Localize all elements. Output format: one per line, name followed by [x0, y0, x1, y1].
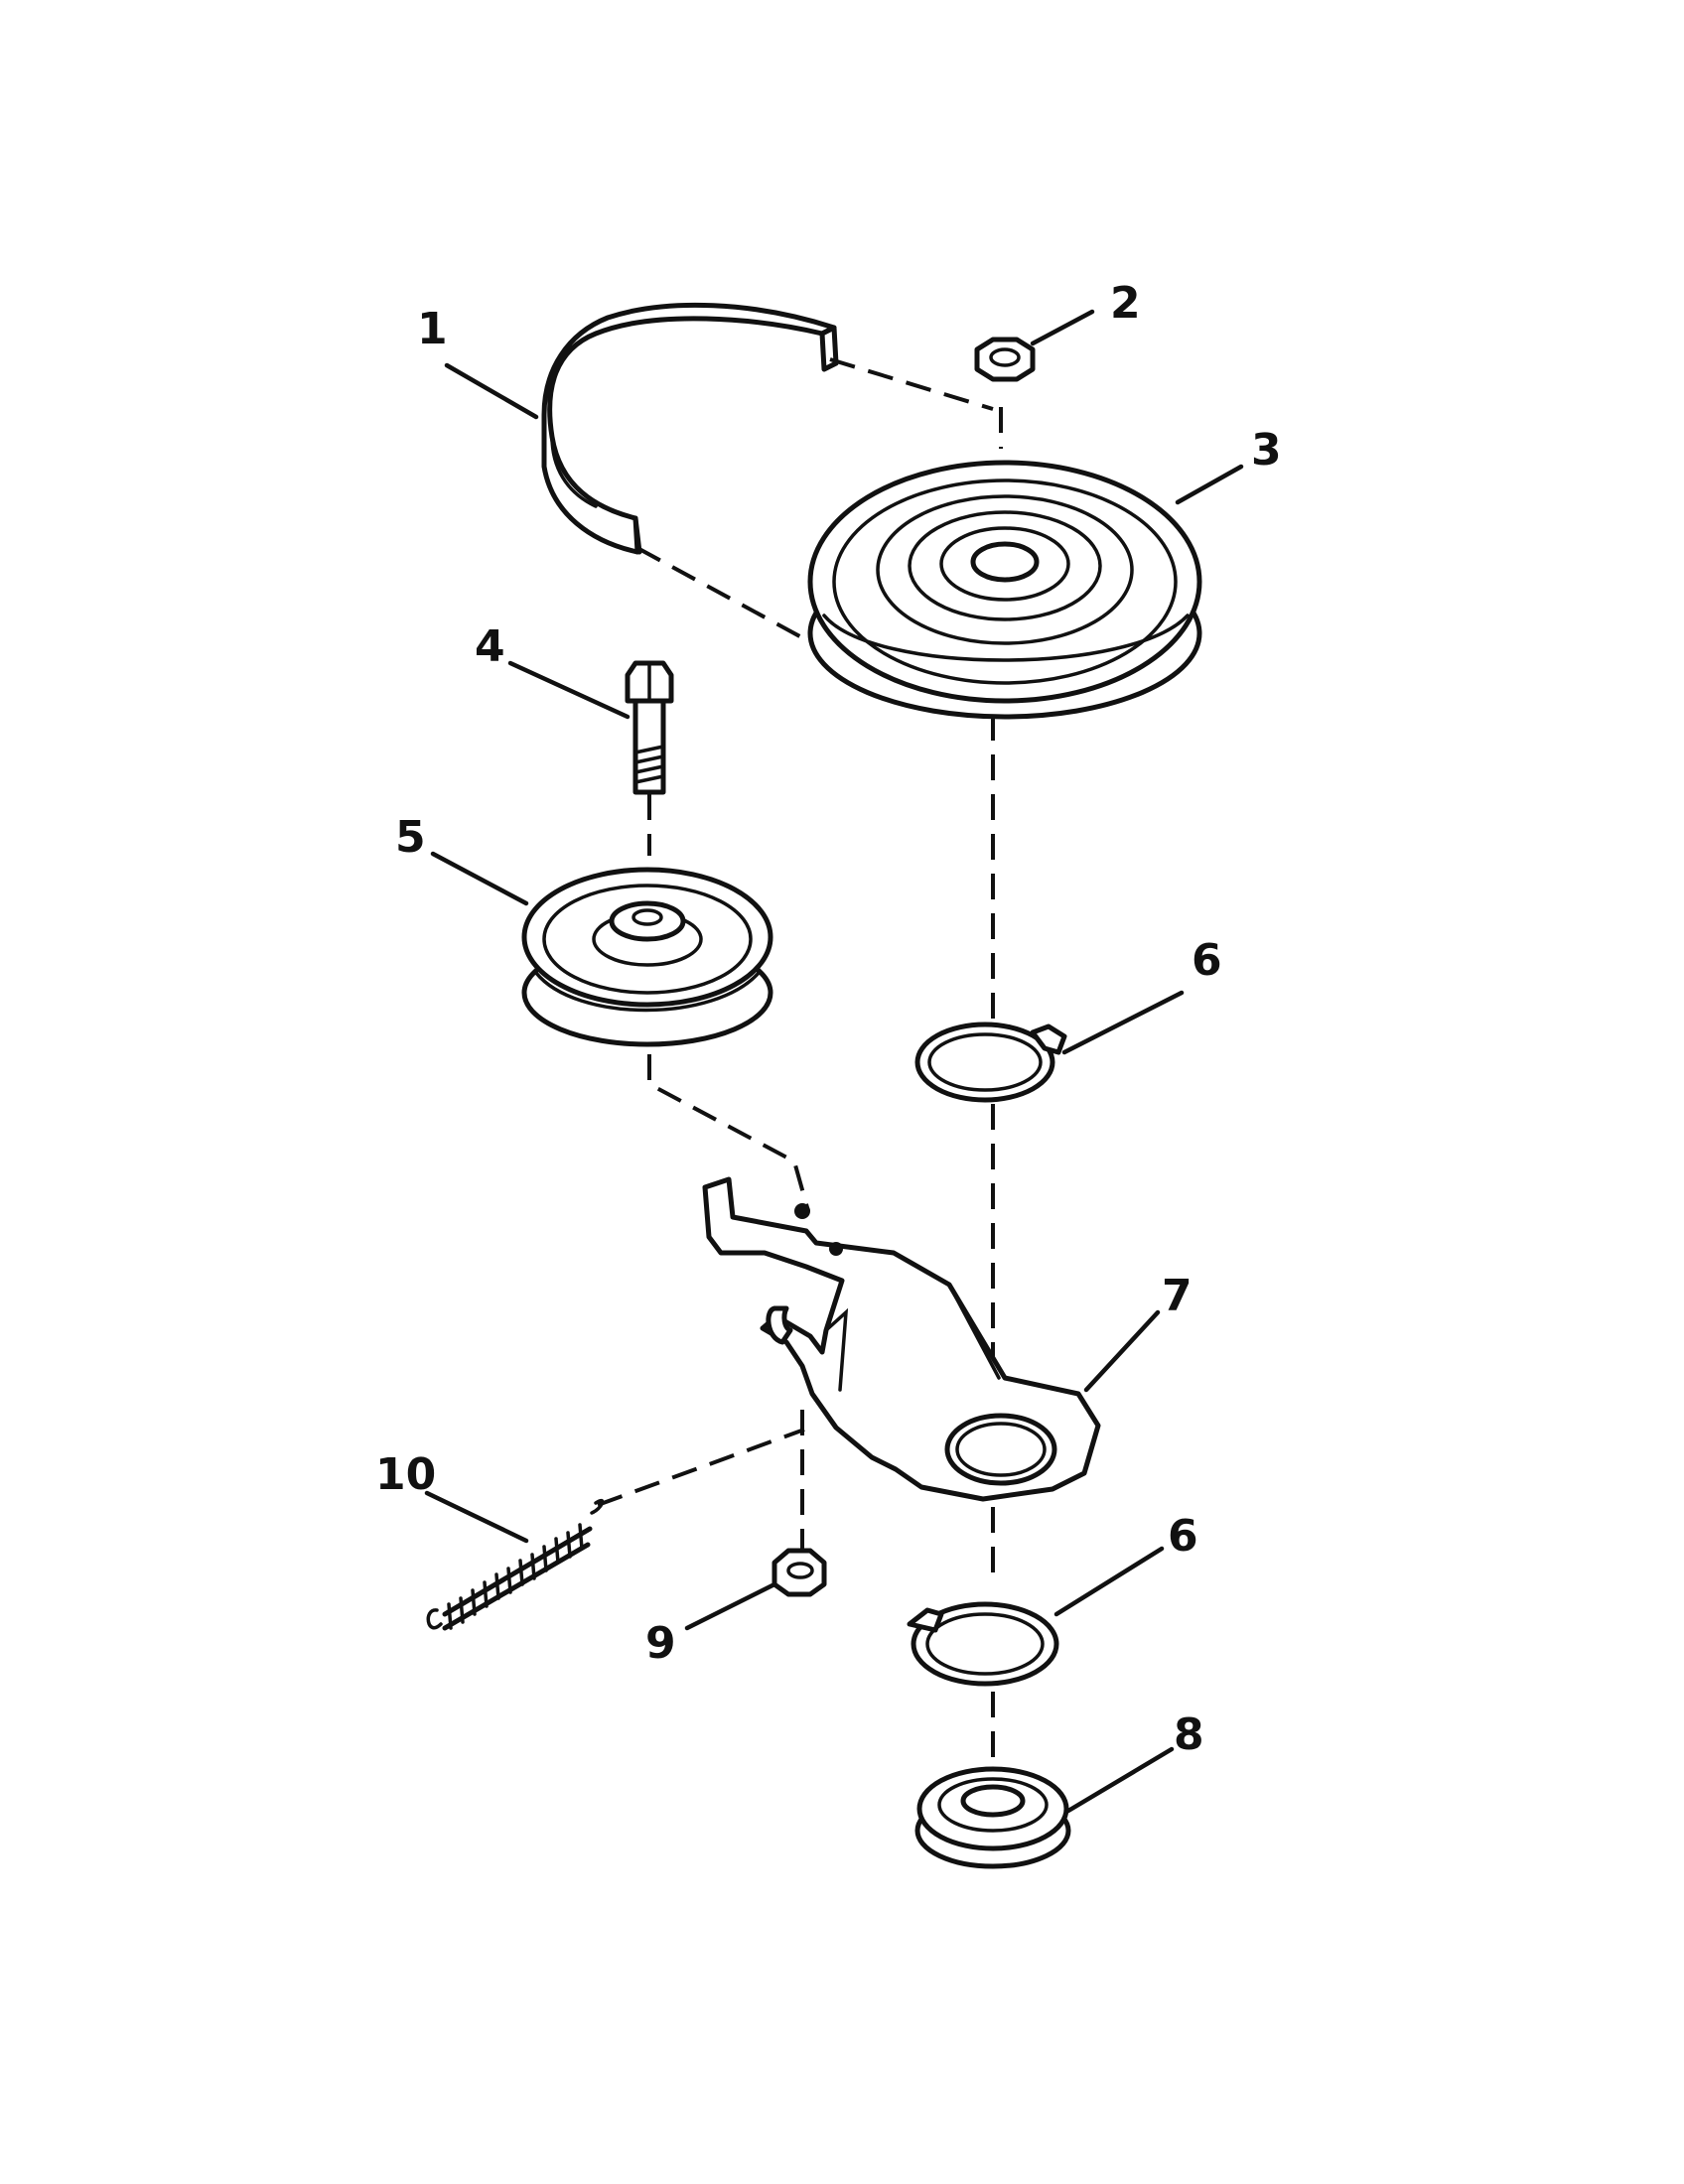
snap-ring-lower: [907, 1601, 1059, 1687]
leader-line-8: [1065, 1746, 1175, 1814]
hex-nut-bottom: [772, 1548, 827, 1597]
callout-8: 8: [1174, 1709, 1204, 1760]
idler-pulley: [521, 867, 773, 1047]
hex-bolt: [625, 660, 674, 795]
callout-6-lower: 6: [1168, 1511, 1198, 1562]
callout-labels: 1 2 3 4 5 6 7 10 6 9 8: [375, 278, 1282, 1760]
leader-line-1: [444, 362, 539, 420]
leader-line-2: [1030, 309, 1095, 346]
belt-guard: [541, 302, 839, 555]
leader-line-9: [684, 1581, 777, 1631]
spring-coils: [442, 1523, 591, 1631]
hex-nut-top: [974, 337, 1036, 382]
snap-ring-upper: [914, 1022, 1067, 1103]
callout-6-upper: 6: [1192, 935, 1222, 986]
leader-line-10: [424, 1490, 529, 1544]
callout-2: 2: [1110, 278, 1141, 329]
leader-line-7: [1083, 1309, 1161, 1393]
callout-7: 7: [1162, 1271, 1193, 1321]
flange-bushing: [914, 1766, 1071, 1869]
callout-3: 3: [1251, 425, 1282, 476]
assembly-line-guard-to-nut: [829, 357, 994, 411]
leader-line-5: [430, 851, 529, 906]
callout-5: 5: [395, 812, 426, 863]
leader-line-6a: [1061, 990, 1185, 1055]
leader-lines: [424, 309, 1244, 1814]
idler-bracket: [702, 1176, 1101, 1502]
callout-10: 10: [375, 1449, 436, 1500]
leader-line-3: [1175, 464, 1244, 505]
assembly-line-idler-to-bracket: [647, 1054, 810, 1212]
callout-9: 9: [645, 1618, 676, 1669]
assembly-line-guard-to-pulley: [636, 546, 817, 647]
assembly-line-spring-to-bracket: [597, 1428, 805, 1507]
leader-line-6b: [1053, 1546, 1165, 1617]
callout-1: 1: [417, 304, 448, 354]
leader-line-4: [507, 660, 631, 720]
large-pulley: [807, 460, 1202, 720]
extension-spring: [426, 1498, 605, 1631]
callout-4: 4: [475, 621, 505, 672]
